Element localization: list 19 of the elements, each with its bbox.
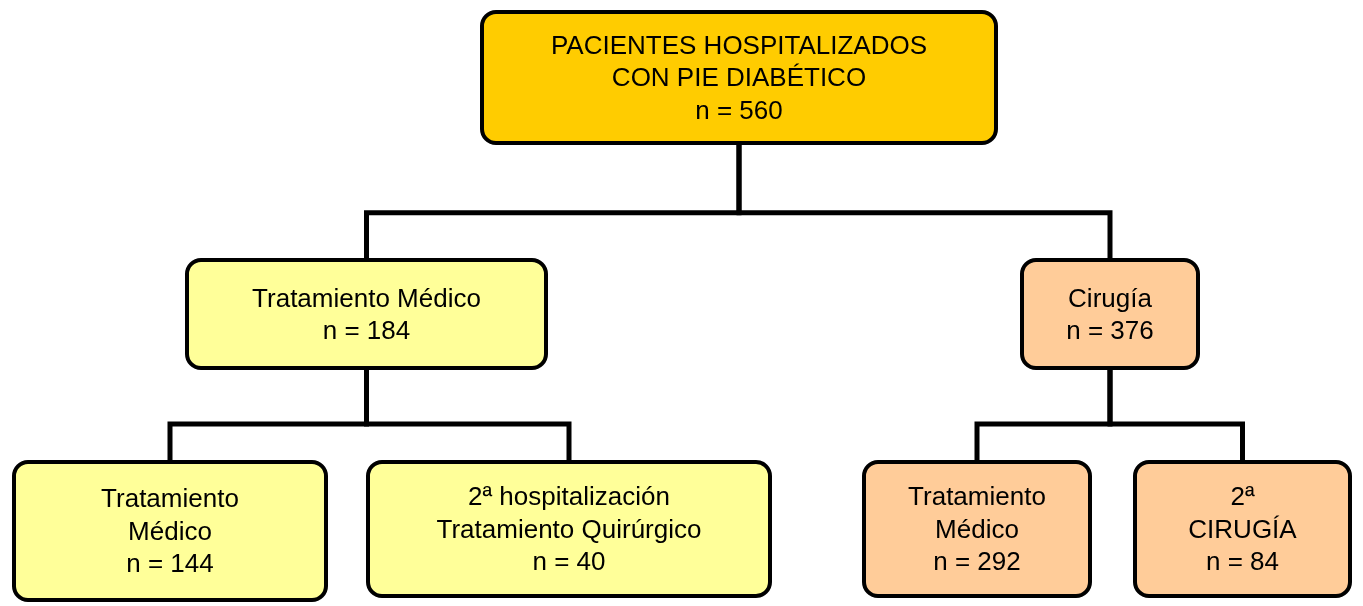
count-label: n = 84 [1206, 545, 1279, 578]
count-label: n = 40 [532, 545, 606, 578]
count-label: n = 376 [1066, 314, 1154, 347]
box-title: Tratamiento Médico [252, 281, 481, 314]
connector-line [1107, 370, 1245, 460]
connector-line [364, 370, 572, 460]
box-title: Cirugía [1068, 281, 1152, 314]
connector-line [736, 145, 1113, 258]
count-label: n = 144 [126, 547, 214, 580]
count-label: n = 292 [933, 545, 1021, 578]
process-box [480, 10, 998, 145]
process-box [1020, 258, 1200, 370]
process-box [366, 460, 772, 598]
process-box [185, 258, 548, 370]
process-box [862, 460, 1092, 598]
process-box [1133, 460, 1352, 598]
count-label: n = 184 [322, 314, 411, 347]
count-label: n = 560 [695, 93, 783, 127]
process-box [12, 460, 328, 602]
